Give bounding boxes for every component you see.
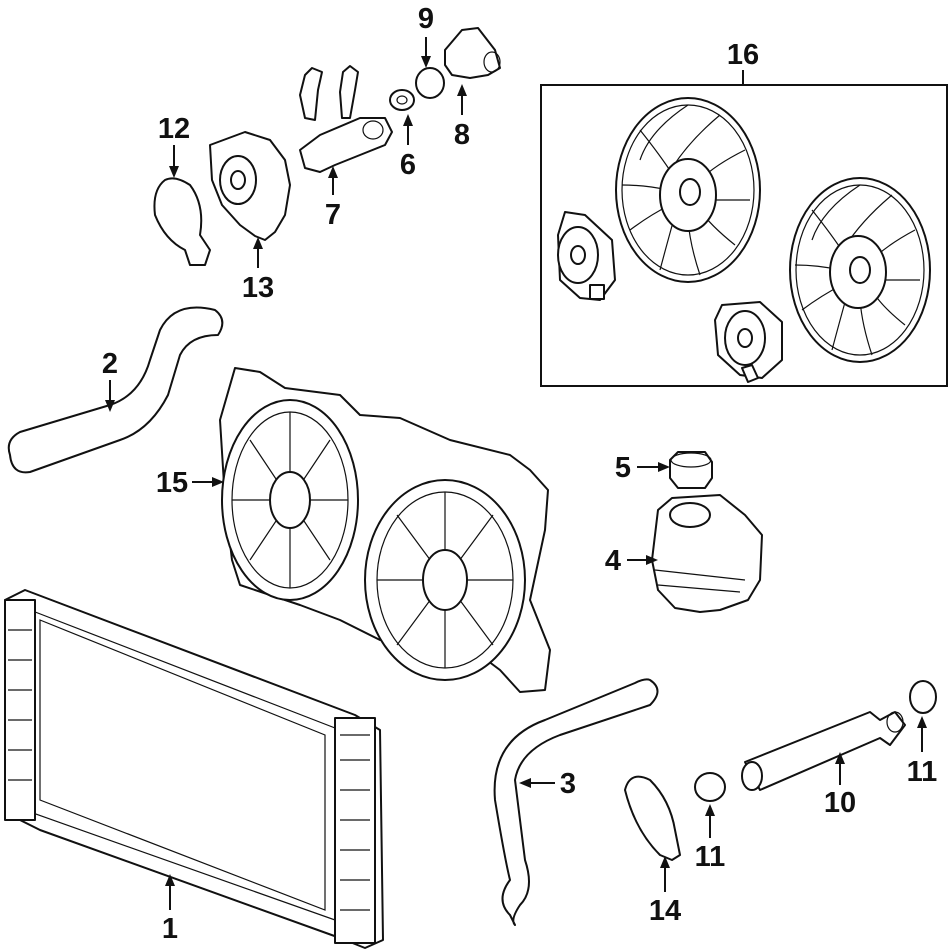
coolant-reservoir xyxy=(651,494,763,613)
callout-8: 8 xyxy=(454,119,470,151)
callout-14: 14 xyxy=(649,895,681,927)
pump-gasket xyxy=(153,177,211,266)
reservoir-cap xyxy=(669,451,713,489)
callout-4: 4 xyxy=(605,545,621,577)
fan-motor-lower xyxy=(714,301,783,383)
water-pump xyxy=(209,131,291,241)
callout-7: 7 xyxy=(325,199,341,231)
callout-10: 10 xyxy=(824,787,856,819)
o-ring-lower xyxy=(694,772,726,802)
callout-3: 3 xyxy=(560,768,576,800)
o-ring-upper xyxy=(909,680,937,714)
callout-15: 15 xyxy=(156,467,188,499)
outlet-gasket xyxy=(415,67,445,99)
leader-arrows xyxy=(105,37,927,910)
radiator xyxy=(4,589,384,949)
thermostat xyxy=(389,89,415,111)
water-outlet xyxy=(444,27,501,79)
fan-motor-upper xyxy=(557,211,616,301)
fan-blade-right xyxy=(789,177,931,363)
callout-5: 5 xyxy=(615,452,631,484)
callout-9: 9 xyxy=(418,3,434,35)
callout-2: 2 xyxy=(102,348,118,380)
lower-hose xyxy=(493,678,659,926)
fan-blade-left xyxy=(615,97,761,283)
callout-13: 13 xyxy=(242,272,274,304)
coolant-pipe xyxy=(741,711,906,791)
callout-11-upper: 11 xyxy=(907,756,938,788)
callout-1: 1 xyxy=(162,913,178,945)
upper-hose xyxy=(7,306,224,474)
thermostat-housing xyxy=(299,65,393,173)
callout-6: 6 xyxy=(400,149,416,181)
callout-12: 12 xyxy=(158,113,190,145)
fan-shroud xyxy=(219,367,551,693)
callout-11-lower: 11 xyxy=(695,841,726,873)
callout-16: 16 xyxy=(727,39,759,71)
pipe-gasket xyxy=(624,775,681,861)
